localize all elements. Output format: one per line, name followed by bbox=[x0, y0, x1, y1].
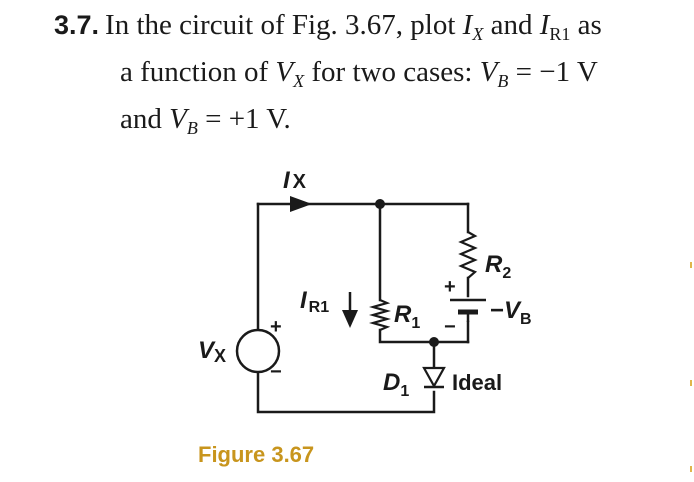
ideal-label: Ideal bbox=[452, 370, 502, 395]
vx-label: VX bbox=[198, 337, 226, 366]
problem-text-1a: In the circuit of Fig. 3.67, plot bbox=[105, 9, 463, 41]
var-ix: IX bbox=[462, 9, 484, 44]
problem-text-3a: and bbox=[120, 103, 170, 135]
problem-line-1: 3.7.In the circuit of Fig. 3.67, plot IX… bbox=[54, 6, 684, 53]
problem-text-2b: for two cases: bbox=[304, 56, 480, 88]
battery-minus-label: − bbox=[444, 316, 456, 338]
junction-bottom bbox=[429, 337, 439, 347]
problem-number: 3.7. bbox=[54, 10, 100, 40]
problem-text-2c: = −1 V bbox=[508, 56, 598, 88]
problem-line-3: and VB = +1 V. bbox=[54, 100, 684, 147]
vb-label: −VB bbox=[490, 297, 532, 328]
problem-and: and bbox=[483, 9, 540, 41]
problem-statement: 3.7.In the circuit of Fig. 3.67, plot IX… bbox=[54, 6, 684, 147]
ir1-arrow-head bbox=[342, 310, 358, 328]
problem-line-2: a function of VX for two cases: VB = −1 … bbox=[54, 53, 684, 100]
var-vb: VB bbox=[479, 56, 509, 91]
figure-caption: Figure 3.67 bbox=[198, 442, 314, 467]
wire-left-lower bbox=[256, 370, 436, 414]
vx-minus-label: − bbox=[270, 361, 282, 383]
edge-mark-3 bbox=[690, 466, 692, 472]
var-vb-2: VB bbox=[169, 103, 198, 138]
problem-text-3b: = +1 V. bbox=[197, 103, 291, 135]
battery-plus-label: + bbox=[444, 276, 456, 298]
var-ir1: IR1 bbox=[539, 9, 571, 44]
r2-label: R2 bbox=[485, 251, 511, 282]
edge-mark-1 bbox=[690, 262, 692, 268]
problem-text-1b: as bbox=[570, 9, 602, 41]
ix-arrow bbox=[290, 196, 312, 212]
junction-top bbox=[375, 199, 385, 209]
r1-label: R1 bbox=[394, 301, 420, 332]
vx-source bbox=[235, 328, 281, 374]
r2-resistor bbox=[458, 231, 478, 279]
diode-d1 bbox=[422, 366, 446, 389]
var-vx: VX bbox=[275, 56, 305, 91]
r1-resistor bbox=[368, 298, 392, 332]
edge-mark-2 bbox=[690, 380, 692, 386]
d1-label: D1 bbox=[383, 369, 409, 400]
vx-plus-label: + bbox=[270, 316, 282, 338]
problem-text-2a: a function of bbox=[120, 56, 276, 88]
